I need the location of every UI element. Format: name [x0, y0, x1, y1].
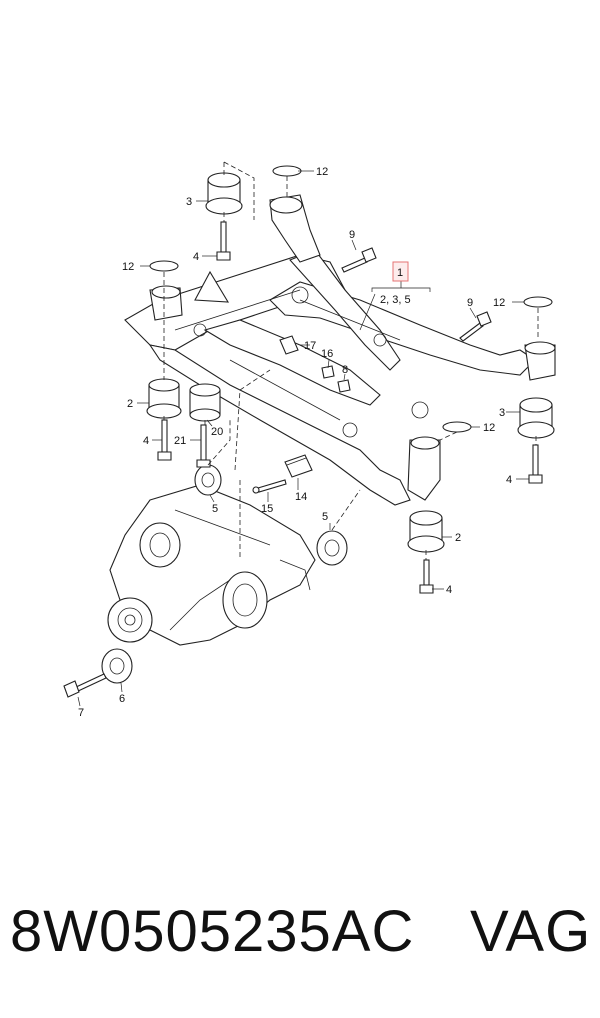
bush-6	[101, 648, 133, 684]
callout-12: 12	[122, 261, 134, 273]
bolt-9-a	[341, 247, 377, 273]
callout-4: 4	[193, 251, 199, 263]
footer: 8W0505235AC VAG	[0, 898, 600, 978]
callout-8: 8	[342, 364, 348, 376]
rear-subframe	[124, 194, 556, 506]
bush-5-left	[194, 464, 222, 496]
brand-label: VAG	[470, 899, 592, 964]
callout-14: 14	[295, 491, 307, 503]
bolt-21	[196, 424, 211, 468]
callout-12: 12	[316, 166, 328, 178]
part-number-label: 8W0505235AC	[10, 899, 415, 964]
callout-3: 3	[499, 407, 505, 419]
nut-16	[321, 365, 335, 379]
callout-20: 20	[211, 426, 223, 438]
bush-2-right	[407, 510, 445, 553]
rear-differential	[107, 484, 316, 646]
callout-7: 7	[78, 707, 84, 719]
callout-16: 16	[321, 348, 333, 360]
callout-4: 4	[143, 435, 149, 447]
callout-15: 15	[261, 503, 273, 515]
callout-17: 17	[304, 340, 316, 352]
callout-2: 2	[455, 532, 461, 544]
washer-12-rear	[442, 421, 472, 433]
sensor-14	[284, 454, 313, 478]
callout-4: 4	[446, 584, 452, 596]
bolt-4-c	[528, 444, 543, 484]
callout-9: 9	[467, 297, 473, 309]
bolt-4-d	[419, 559, 434, 594]
bush-2-left	[146, 378, 182, 419]
bolt-15	[252, 479, 287, 494]
callout-21: 21	[174, 435, 186, 447]
nut-8	[337, 379, 351, 393]
washer-12-right	[523, 296, 553, 308]
callout-12: 12	[483, 422, 495, 434]
bolt-9-b	[459, 311, 492, 342]
callout-1: 1	[397, 267, 403, 279]
callout-2-3-5: 2, 3, 5	[380, 294, 411, 306]
callout-6: 6	[119, 693, 125, 705]
bolt-4-b	[157, 419, 172, 461]
callout-5: 5	[322, 511, 328, 523]
bush-3-left	[205, 172, 243, 215]
callout-5: 5	[212, 503, 218, 515]
callout-2: 2	[127, 398, 133, 410]
clip-17	[279, 335, 299, 355]
callout-9: 9	[349, 229, 355, 241]
bolt-4-a	[216, 221, 231, 261]
washer-12-left	[149, 260, 179, 272]
washer-12-top	[272, 165, 302, 177]
highlight-box	[392, 261, 409, 282]
callout-4: 4	[506, 474, 512, 486]
bush-20	[189, 383, 221, 422]
bush-3-right	[517, 397, 555, 439]
callout-3: 3	[186, 196, 192, 208]
callout-12: 12	[493, 297, 505, 309]
bolt-7	[63, 673, 107, 698]
bush-5-right	[316, 530, 348, 566]
